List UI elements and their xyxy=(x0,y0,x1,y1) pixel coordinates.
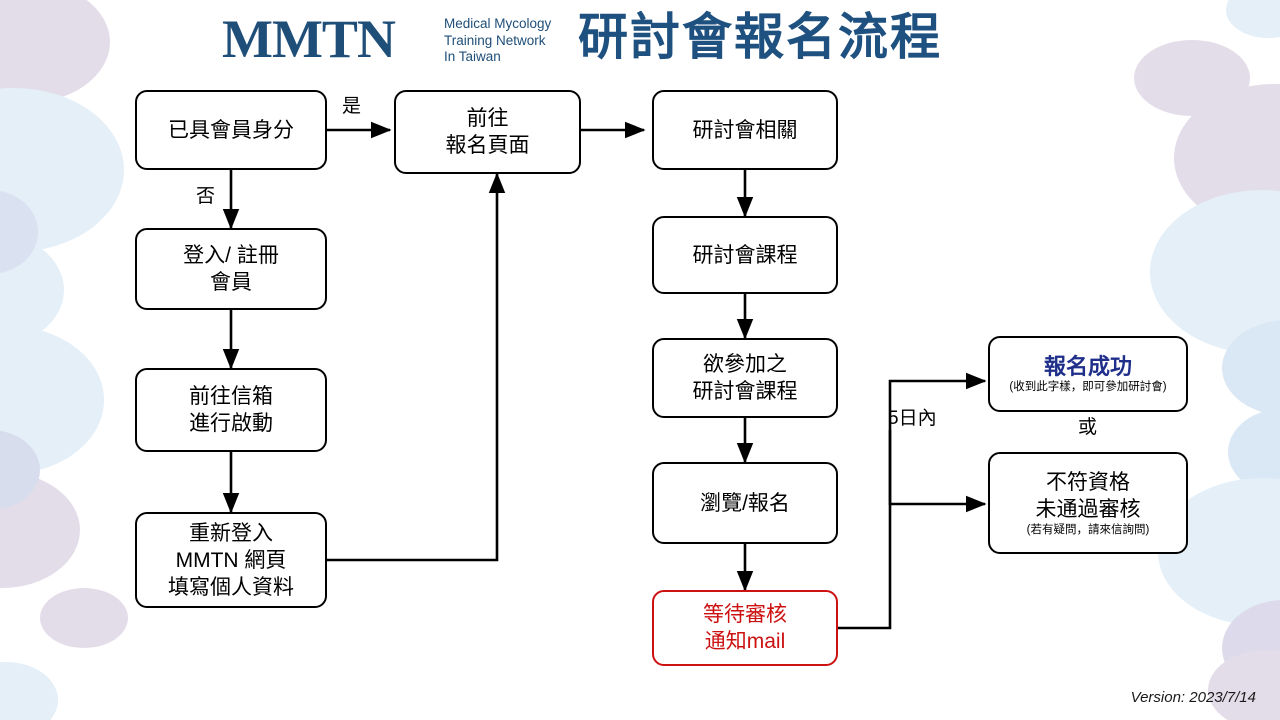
node-registration-success-title: 報名成功 xyxy=(1043,353,1132,379)
node-relogin-profile-line-1: 重新登入 xyxy=(189,521,273,545)
node-registration-success-note: (收到此字樣，即可參加研討會) xyxy=(1009,380,1167,393)
node-register-page[interactable]: 前往 報名頁面 xyxy=(394,90,581,174)
node-member-check[interactable]: 已具會員身分 xyxy=(135,90,327,170)
edge-label-yes: 是 xyxy=(342,96,362,117)
edge-label-within-5-days: 5日內 xyxy=(888,408,937,429)
node-registration-rejected[interactable]: 不符資格 未通過審核 (若有疑問，請來信詢問) xyxy=(988,452,1188,554)
node-seminar-course[interactable]: 研討會課程 xyxy=(652,216,838,294)
node-registration-rejected-note: (若有疑問，請來信詢問) xyxy=(1026,523,1150,536)
node-registration-success[interactable]: 報名成功 (收到此字樣，即可參加研討會) xyxy=(988,336,1188,412)
node-relogin-profile-line-3: 填寫個人資料 xyxy=(168,575,294,599)
edge-await-to-rejected xyxy=(888,430,987,513)
node-login-signup[interactable]: 登入/ 註冊 會員 xyxy=(135,228,327,310)
node-await-review-line-1: 等待審核 xyxy=(703,603,787,626)
logo-subtitle-line-2: Training Network xyxy=(444,32,546,48)
node-await-review-line-2: 通知mail xyxy=(704,630,786,653)
node-register-page-line-2: 報名頁面 xyxy=(445,134,530,157)
edge-label-no: 否 xyxy=(196,186,216,207)
node-member-check-line-1: 已具會員身分 xyxy=(168,118,294,142)
node-login-signup-line-1: 登入/ 註冊 xyxy=(183,244,279,267)
node-register-page-line-1: 前往 xyxy=(466,107,509,130)
mmtn-logo: MMTN Medical Mycology Training Network I… xyxy=(222,8,572,70)
node-mail-activate[interactable]: 前往信箱 進行啟動 xyxy=(135,368,327,452)
node-mail-activate-line-1: 前往信箱 xyxy=(189,385,273,408)
node-relogin-profile[interactable]: 重新登入 MMTN 網頁 填寫個人資料 xyxy=(135,512,327,608)
page-title: 研討會報名流程 xyxy=(578,9,942,65)
version-label: Version: 2023/7/14 xyxy=(1130,689,1256,706)
node-desired-course-line-1: 欲參加之 xyxy=(703,353,787,376)
node-await-review[interactable]: 等待審核 通知mail xyxy=(652,590,838,666)
node-browse-apply[interactable]: 瀏覽/報名 xyxy=(652,462,838,544)
node-desired-course-line-2: 研討會課程 xyxy=(692,380,798,403)
node-registration-rejected-line-1: 不符資格 xyxy=(1046,470,1130,494)
node-registration-rejected-line-2: 未通過審核 xyxy=(1035,497,1141,521)
logo-subtitle-line-3: In Taiwan xyxy=(444,49,501,64)
node-seminar-info[interactable]: 研討會相關 xyxy=(652,90,838,170)
node-seminar-info-line-1: 研討會相關 xyxy=(692,118,798,142)
logo-wordmark: MMTN xyxy=(222,9,396,69)
edge-await-trunk xyxy=(838,430,892,630)
node-relogin-profile-line-2: MMTN 網頁 xyxy=(175,548,287,572)
edge-relogin-loop xyxy=(327,172,506,562)
node-mail-activate-line-2: 進行啟動 xyxy=(189,412,273,435)
edge-label-or: 或 xyxy=(1078,417,1098,438)
logo-subtitle: Medical Mycology Training Network In Tai… xyxy=(444,16,551,66)
node-login-signup-line-2: 會員 xyxy=(210,271,252,294)
logo-subtitle-line-1: Medical Mycology xyxy=(444,16,552,31)
node-seminar-course-line-1: 研討會課程 xyxy=(692,243,798,267)
node-desired-course[interactable]: 欲參加之 研討會課程 xyxy=(652,338,838,418)
node-browse-apply-line-1: 瀏覽/報名 xyxy=(700,491,790,515)
